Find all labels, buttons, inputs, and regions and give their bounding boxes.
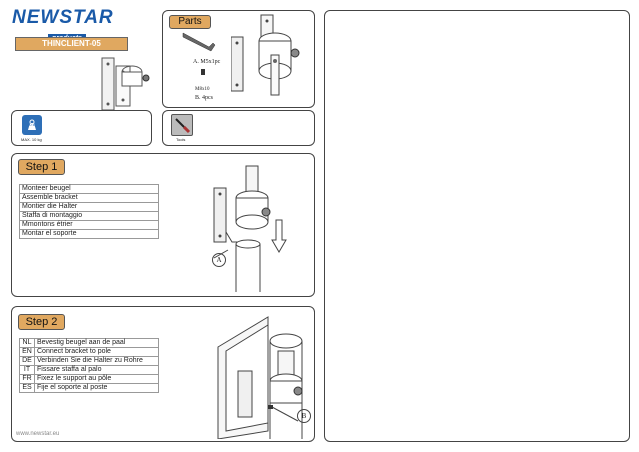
instruction-text: Montar el soporte bbox=[19, 229, 159, 239]
instruction-text: Verbinden Sie die Halter zu Rohre bbox=[34, 356, 159, 366]
callout-b: B bbox=[297, 409, 311, 423]
notes-panel bbox=[324, 10, 630, 442]
weight-panel: 10 kg MAX. 10 kg bbox=[11, 110, 152, 146]
tools-label: Tools bbox=[176, 137, 186, 142]
table-row: Staffa di montaggio bbox=[19, 211, 159, 221]
instruction-text: Staffa di montaggio bbox=[19, 211, 159, 221]
footer-url: www.newstar.eu bbox=[16, 431, 60, 437]
tools-panel: Tools bbox=[162, 110, 315, 146]
instruction-text: Fije el soporte al poste bbox=[34, 383, 159, 393]
instruction-text: Assemble bracket bbox=[19, 193, 159, 203]
weight-label: MAX. 10 kg bbox=[21, 137, 42, 142]
part-a-label: A. M5x1pc bbox=[193, 59, 221, 65]
lang-code: ES bbox=[19, 383, 35, 393]
step2-illustration bbox=[217, 316, 303, 439]
instruction-text: Mmontons étrier bbox=[19, 220, 159, 230]
brand-name: NEWSTAR bbox=[12, 7, 114, 28]
instruction-text: Fixez le support au pôle bbox=[34, 374, 159, 384]
lang-code: EN bbox=[19, 347, 35, 357]
instruction-text: Fissare staffa al palo bbox=[34, 365, 159, 375]
parts-title: Parts bbox=[169, 15, 211, 29]
lang-code: DE bbox=[19, 356, 35, 366]
allen-key-icon bbox=[182, 32, 216, 52]
table-row: Montar el soporte bbox=[19, 229, 159, 239]
step1-instructions: Monteer beugel Assemble bracket Montier … bbox=[19, 184, 159, 239]
table-row: Assemble bracket bbox=[19, 193, 159, 203]
part-b-size: M8x10 bbox=[195, 87, 210, 92]
lang-code: NL bbox=[19, 338, 35, 348]
step2-title: Step 2 bbox=[18, 314, 65, 330]
table-row: Monteer beugel bbox=[19, 184, 159, 194]
model-label: THINCLIENT-05 bbox=[15, 37, 128, 51]
lang-code: IT bbox=[19, 365, 35, 375]
part-b-qty: B. 4pcs bbox=[195, 95, 213, 101]
product-thumbnail bbox=[101, 57, 150, 111]
parts-panel: Parts A. M5x1pc M8x10 B. 4pcs bbox=[162, 10, 315, 108]
table-row: Montier die Halter bbox=[19, 202, 159, 212]
table-row: Mmontons étrier bbox=[19, 220, 159, 230]
lang-code: FR bbox=[19, 374, 35, 384]
step1-panel: Step 1 Monteer beugel Assemble bracket M… bbox=[11, 153, 315, 297]
bracket-parts-illustration bbox=[231, 14, 300, 96]
instruction-text: Bevestig beugel aan de paal bbox=[34, 338, 159, 348]
instruction-text: Connect bracket to pole bbox=[34, 347, 159, 357]
instruction-text: Montier die Halter bbox=[19, 202, 159, 212]
instruction-text: Monteer beugel bbox=[19, 184, 159, 194]
weight-icon bbox=[22, 115, 42, 135]
weight-icon-value: 10 kg bbox=[27, 122, 37, 127]
screw-icon bbox=[201, 69, 205, 75]
callout-a: A bbox=[212, 253, 226, 267]
screwdriver-icon bbox=[171, 114, 193, 136]
step1-illustration bbox=[213, 165, 287, 292]
step1-title: Step 1 bbox=[18, 159, 65, 175]
